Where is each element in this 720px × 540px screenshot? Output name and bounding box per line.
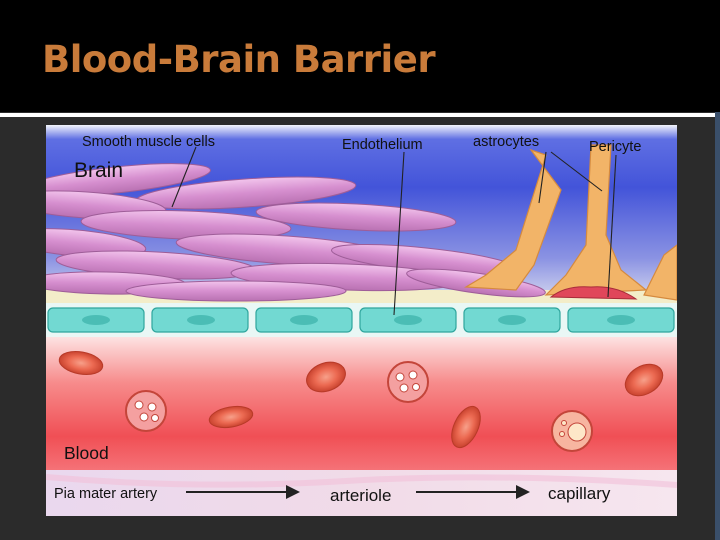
pointer-lines: [171, 146, 617, 316]
label-smooth-muscle: Smooth muscle cells: [82, 134, 215, 150]
endothelium-layer: [46, 303, 677, 337]
astrocytes: [464, 144, 677, 301]
label-pia-mater-artery: Pia mater artery: [54, 486, 158, 502]
label-arteriole: arteriole: [330, 486, 391, 505]
label-endothelium: Endothelium: [342, 137, 423, 153]
slide-title: Blood-Brain Barrier: [42, 38, 436, 81]
label-blood: Blood: [64, 443, 109, 463]
slide-edge: [715, 112, 720, 540]
label-astrocytes: astrocytes: [473, 134, 539, 150]
flow-arrows: [186, 485, 530, 499]
label-capillary: capillary: [548, 484, 611, 503]
red-blood-cells: [58, 351, 664, 449]
label-brain: Brain: [74, 159, 123, 182]
bbb-diagram: Smooth muscle cells Brain Endothelium as…: [46, 125, 677, 516]
title-bar: Blood-Brain Barrier: [0, 0, 720, 112]
title-divider: [0, 113, 720, 117]
bbb-diagram-svg: Smooth muscle cells Brain Endothelium as…: [46, 125, 677, 516]
pericyte: [549, 286, 638, 300]
label-pericyte: Pericyte: [589, 139, 641, 155]
white-blood-cells: [125, 361, 593, 452]
